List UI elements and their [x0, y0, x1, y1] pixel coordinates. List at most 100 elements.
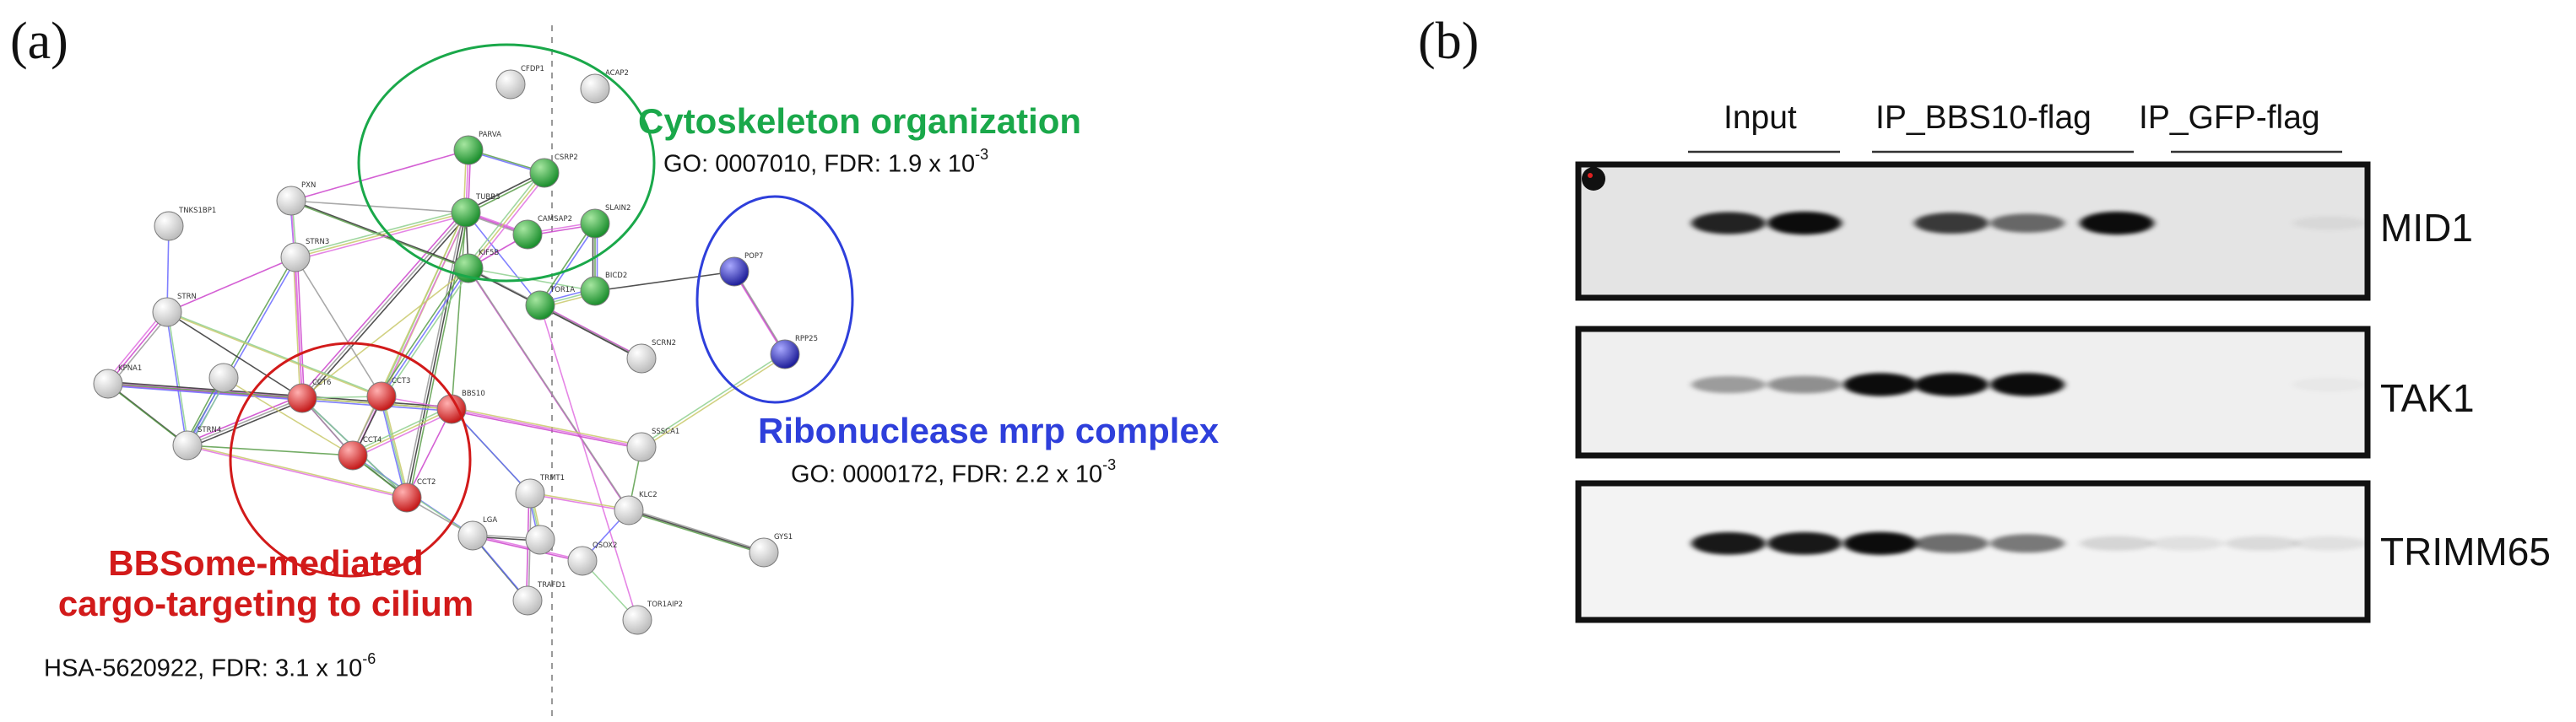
- network-node: GYS1: [749, 533, 793, 568]
- network-edge: [187, 397, 303, 446]
- network-node-label: KIF5B: [479, 249, 499, 257]
- network-node-label: BICD2: [605, 272, 627, 280]
- blot-corner-mark: [1582, 167, 1605, 191]
- cytoskeleton-fdr-exponent: -3: [975, 146, 989, 163]
- blot-band: [1691, 375, 1766, 394]
- blot-band: [1914, 533, 1989, 553]
- blot-band: [2080, 536, 2154, 552]
- network-edge: [166, 311, 303, 399]
- network-node-label: STRN4: [198, 426, 221, 434]
- network-node-label: TOR1A: [549, 286, 575, 294]
- network-edge: [351, 211, 466, 455]
- network-edge: [352, 408, 452, 456]
- blot-band: [1990, 213, 2065, 233]
- network-edge: [474, 536, 584, 563]
- network-node: [525, 525, 555, 555]
- network-node-circle: [749, 537, 779, 568]
- network-edge: [451, 408, 642, 448]
- blot-row: [1575, 326, 2371, 459]
- network-node-label: ACAP2: [605, 69, 629, 78]
- network-node-circle: [614, 495, 644, 525]
- blot-label-tak1: TAK1: [2380, 376, 2475, 420]
- network-node-label: TUBB3: [475, 193, 500, 202]
- network-node-circle: [453, 135, 484, 165]
- network-node: CSRP2: [529, 154, 578, 188]
- bbsome-cluster-outline: [229, 342, 472, 578]
- network-node: CCT3: [366, 377, 410, 412]
- network-node-circle: [338, 440, 368, 471]
- network-edge: [471, 533, 582, 561]
- ribonuclease-fdr-exponent: -3: [1102, 456, 1117, 473]
- network-edge: [468, 172, 545, 269]
- network-node-label: KLC2: [639, 491, 658, 499]
- network-node-label: POP7: [744, 252, 763, 261]
- blot-band: [1691, 212, 1766, 234]
- network-node-label: PARVA: [479, 131, 501, 139]
- network-edge: [167, 313, 190, 447]
- network-node-circle: [208, 363, 239, 393]
- network-node: PARVA: [453, 131, 501, 165]
- network-node-label: SLAIN2: [605, 204, 630, 213]
- ribonuclease-go-text: GO: 0000172, FDR: 2.2 x 10: [791, 461, 1103, 488]
- blot-rows: [1575, 161, 2371, 623]
- network-node-circle: [525, 525, 555, 555]
- network-edge: [406, 212, 467, 498]
- network-node-label: TOR1AIP2: [647, 601, 683, 609]
- network-node-circle: [93, 369, 123, 399]
- bbsome-reactome-term: HSA-5620922, FDR: 3.1 x 10-6: [44, 650, 376, 683]
- network-node-circle: [392, 482, 422, 513]
- network-edge: [106, 380, 450, 408]
- blot-band: [1990, 534, 2065, 553]
- network-edge: [188, 445, 409, 500]
- column-header-ip-gfp: IP_GFP-flag: [2139, 100, 2320, 136]
- blot-band: [1843, 531, 1918, 555]
- network-edge: [540, 224, 597, 307]
- bbsome-go-text: HSA-5620922, FDR: 3.1 x 10: [44, 655, 363, 682]
- network-edge: [354, 410, 454, 459]
- network-edge: [531, 493, 630, 513]
- network-node-label: CCT2: [417, 478, 436, 487]
- network-node-label: CSRP2: [555, 154, 578, 162]
- blot-band: [1914, 373, 1989, 396]
- network-node-label: GYS1: [774, 533, 793, 542]
- network-edge: [640, 353, 785, 447]
- blot-band: [2292, 536, 2367, 551]
- network-node-circle: [567, 546, 598, 576]
- network-edge: [223, 377, 354, 456]
- network-node: STRN: [152, 293, 197, 327]
- network-edge: [189, 399, 305, 449]
- network-node-label: QSOX2: [593, 542, 617, 550]
- network-edge: [165, 310, 382, 396]
- network-node-circle: [580, 276, 610, 306]
- network-node-label: TRAFD1: [537, 581, 566, 590]
- network-node: BICD2: [580, 272, 627, 306]
- network-node-circle: [152, 297, 182, 327]
- network-node: SCRN2: [626, 339, 676, 374]
- network-edge: [538, 302, 640, 358]
- network-edge: [296, 259, 306, 401]
- network-node-label: KPNA1: [118, 364, 142, 373]
- network-edge: [641, 354, 787, 449]
- network-node-circle: [515, 478, 545, 509]
- network-node-label: BBS10: [462, 390, 485, 398]
- network-node-label: PXN: [301, 181, 316, 190]
- network-edge: [630, 511, 766, 556]
- bbsome-fdr-exponent: -6: [362, 650, 376, 667]
- network-node-circle: [525, 290, 555, 321]
- network-edge: [105, 309, 166, 383]
- network-node-label: SCRN2: [652, 339, 676, 348]
- network-edge: [469, 175, 548, 271]
- network-node: KPNA1: [93, 364, 142, 399]
- network-node-label: STRN: [177, 293, 197, 301]
- network-node-label: CCT6: [312, 379, 331, 387]
- network-node: ACAP2: [580, 69, 629, 104]
- network-edge: [299, 209, 465, 397]
- network-node-circle: [626, 432, 657, 462]
- network-edge: [186, 443, 406, 498]
- network-node-circle: [580, 73, 610, 104]
- network-edge: [453, 410, 644, 450]
- network-node: TOR1A: [525, 286, 575, 321]
- network-edge: [109, 313, 170, 387]
- ribonuclease-cluster-outline: [695, 195, 854, 404]
